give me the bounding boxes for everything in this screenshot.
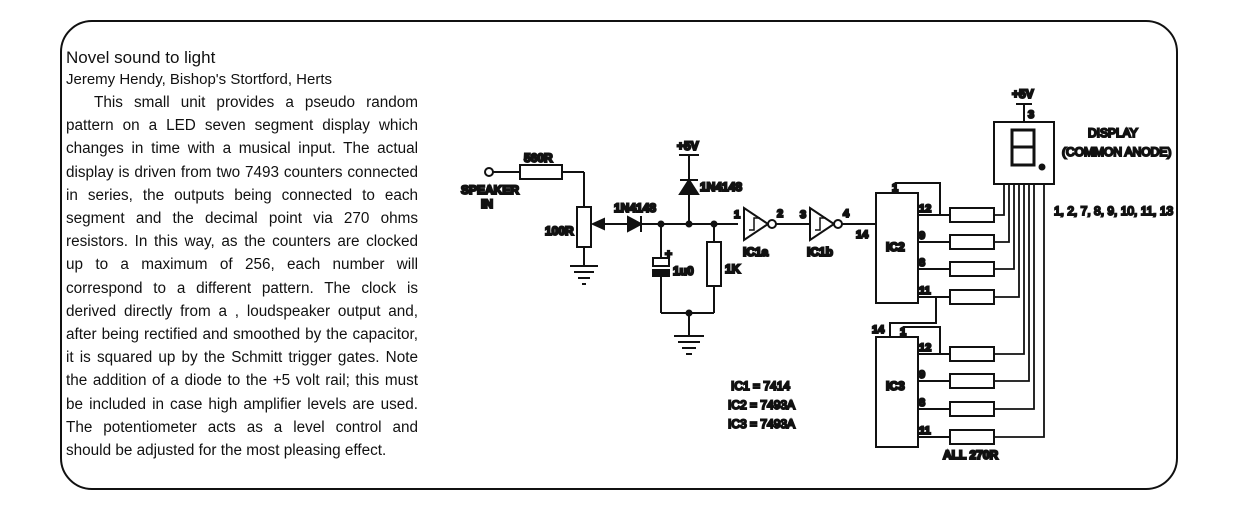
capacitor: [652, 224, 670, 313]
ic-list-3: IC3 = 7493A: [728, 417, 795, 431]
pin-1: 1: [734, 209, 740, 221]
cap-plus: +: [665, 247, 672, 261]
ic2-pin-8: 8: [919, 257, 925, 269]
ic3-label: IC3: [886, 379, 905, 393]
resistor-1k: [706, 224, 722, 313]
resistor-bank: [949, 207, 995, 445]
ic2-chip: [875, 182, 950, 304]
display-pin-3: 3: [1028, 109, 1034, 121]
ic2-pin-12: 12: [919, 203, 931, 215]
display-wires: [994, 184, 1045, 438]
ic2-pin-11: 11: [919, 285, 931, 297]
ground-rail: [661, 312, 714, 355]
pin-14-ic2: 14: [856, 229, 869, 241]
article-text: Novel sound to light Jeremy Hendy, Bisho…: [66, 48, 418, 462]
gate-ic1a-label: IC1a: [743, 245, 769, 259]
potentiometer: [570, 206, 628, 285]
diode-rail: [678, 154, 700, 224]
pin-3: 3: [800, 209, 806, 221]
article-frame: [60, 20, 1178, 490]
ic2-pin-1: 1: [892, 182, 898, 194]
diode-rail-label: 1N4148: [700, 180, 742, 194]
supply-label-1: +5V: [677, 139, 699, 153]
ic3-pin-1: 1: [900, 326, 906, 338]
cap-label: 1u0: [673, 264, 694, 278]
ic-list-2: IC2 = 7493A: [728, 398, 795, 412]
resistor-1k-label: 1K: [725, 262, 741, 276]
article-author: Jeremy Hendy, Bishop's Stortford, Herts: [66, 71, 333, 88]
seven-segment-display: [993, 103, 1055, 185]
pin-14-ic3: 14: [872, 324, 885, 336]
speaker-label-in: IN: [481, 197, 493, 211]
ic2-label: IC2: [886, 240, 905, 254]
pin-2: 2: [777, 208, 783, 220]
article-title: Novel sound to light: [66, 48, 216, 67]
speaker-label: SPEAKER: [461, 183, 519, 197]
ic2-pin-9: 9: [919, 230, 925, 242]
supply-label-2: +5V: [1012, 87, 1034, 101]
display-title: DISPLAY: [1088, 126, 1138, 140]
speaker-input: [484, 164, 585, 207]
article-body: This small unit provides a pseudo random…: [66, 94, 418, 460]
counter-link: [889, 297, 937, 337]
ic3-pin-9: 9: [919, 369, 925, 381]
ic3-chip: [875, 326, 950, 448]
pin-4: 4: [843, 208, 850, 220]
ic-list-1: IC1 = 7414: [731, 379, 790, 393]
resistor-560r-label: 560R: [524, 151, 553, 165]
ic3-pin-12: 12: [919, 342, 931, 354]
pot-label: 100R: [545, 224, 574, 238]
gate-ic1a: [743, 206, 810, 242]
diode-series-label: 1N4148: [614, 201, 656, 215]
gate-ic1b-label: IC1b: [807, 245, 833, 259]
diode-series: [627, 215, 738, 233]
gate-ic1b: [809, 206, 876, 242]
ic3-pin-8: 8: [919, 397, 925, 409]
resistors-note: ALL 270R: [943, 448, 998, 462]
display-subtitle: (COMMON ANODE): [1062, 145, 1171, 159]
ic3-pin-11: 11: [919, 425, 931, 437]
display-pin-list: 1, 2, 7, 8, 9, 10, 11, 13: [1054, 204, 1174, 218]
